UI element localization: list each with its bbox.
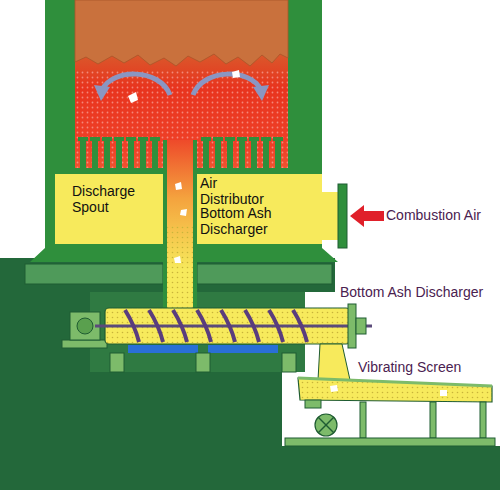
windbox [55, 174, 347, 248]
air-distributor [102, 137, 112, 141]
discharge-spout [174, 256, 181, 263]
discharge-spout [163, 140, 197, 312]
vibrating-screen [315, 414, 337, 436]
screw-conveyor [208, 345, 278, 353]
screw-conveyor [348, 304, 356, 348]
air-distributor [80, 140, 86, 172]
discharge-spout [163, 140, 197, 312]
swirl-arrow [128, 92, 138, 103]
vibrating-screen [318, 417, 334, 433]
vibrating-screen [298, 378, 492, 402]
discharge-spout [167, 140, 193, 312]
screw-conveyor [197, 310, 211, 342]
furnace-fire [75, 0, 288, 66]
ground-block [0, 258, 500, 490]
screw-conveyor [125, 310, 139, 342]
screw-conveyor [196, 353, 210, 372]
screw-conveyor [128, 345, 198, 353]
screw-conveyor [173, 310, 187, 342]
air-distributor [104, 140, 110, 172]
screw-conveyor [110, 353, 124, 372]
screw-conveyor [125, 310, 307, 342]
vibrating-screen [298, 378, 492, 386]
windbox [318, 192, 340, 240]
screw-conveyor [149, 310, 163, 342]
part-label: Combustion Air [386, 208, 481, 224]
screw-conveyor [356, 318, 366, 334]
screw-conveyor [62, 340, 107, 348]
vibrating-screen [285, 438, 495, 446]
air-distributor [273, 137, 283, 141]
discharge-spout [180, 209, 187, 216]
air-distributor [78, 137, 88, 141]
air-distributor [227, 140, 233, 172]
air-distributor [203, 140, 209, 172]
windbox [197, 174, 322, 244]
screw-conveyor [221, 310, 235, 342]
swirl-arrow [102, 74, 170, 95]
swirl-arrow [253, 85, 269, 101]
part-label: Bottom Ash Discharger [200, 206, 282, 237]
screw-conveyor [245, 310, 259, 342]
air-distributor [249, 137, 259, 141]
air-arrow [350, 205, 384, 227]
floor-slab [197, 264, 332, 284]
air-distributor [116, 140, 122, 172]
air-distributor [201, 137, 211, 141]
screw-conveyor [269, 310, 283, 342]
air-distributor [150, 137, 160, 141]
air-distributor [261, 137, 271, 141]
air-distributor [126, 137, 136, 141]
vibrating-screen [480, 402, 486, 438]
part-label: Vibrating Screen [358, 360, 461, 376]
part-label: Discharge Spout [72, 184, 150, 215]
air-distributor [225, 137, 235, 141]
air-distributor [114, 137, 124, 141]
air-distributor [237, 137, 247, 141]
vibrating-screen [430, 402, 436, 438]
swirl-arrow [94, 70, 269, 103]
vibrating-screen [318, 417, 334, 433]
windbox [55, 174, 163, 244]
air-distributor [152, 140, 158, 172]
air-distributor [90, 137, 100, 141]
windbox [338, 184, 347, 248]
discharge-spout [175, 182, 182, 190]
vibrating-screen [330, 385, 338, 392]
screw-conveyor [95, 325, 372, 328]
air-distributor [138, 137, 148, 141]
air-distributor [213, 137, 223, 141]
air-distributor [251, 140, 257, 172]
swirl-arrow [193, 74, 261, 95]
air-distributor [239, 140, 245, 172]
air-distributor [60, 168, 163, 174]
air-distributor [140, 140, 146, 172]
vibrating-screen [305, 400, 321, 408]
screw-conveyor [282, 353, 296, 372]
air-distributor [92, 140, 98, 172]
screw-conveyor [77, 318, 93, 334]
air-distributor [215, 140, 221, 172]
air-distributor [263, 140, 269, 172]
air-distributor [197, 168, 322, 174]
floor-slab [25, 264, 163, 284]
outlet-chute [318, 344, 350, 380]
air-distributor [275, 140, 281, 172]
part-label: Air Distributor [200, 176, 272, 207]
swirl-arrow [232, 70, 240, 78]
screw-conveyor [293, 310, 307, 342]
vibrating-screen [298, 378, 492, 402]
part-label: Bottom Ash Discharger [340, 285, 483, 301]
air-distributor [128, 140, 134, 172]
discharge-spout [167, 225, 193, 312]
vibrating-screen [440, 390, 447, 396]
vibrating-screen [360, 402, 366, 438]
vibrating-screen [285, 378, 495, 446]
swirl-arrow [94, 85, 110, 101]
